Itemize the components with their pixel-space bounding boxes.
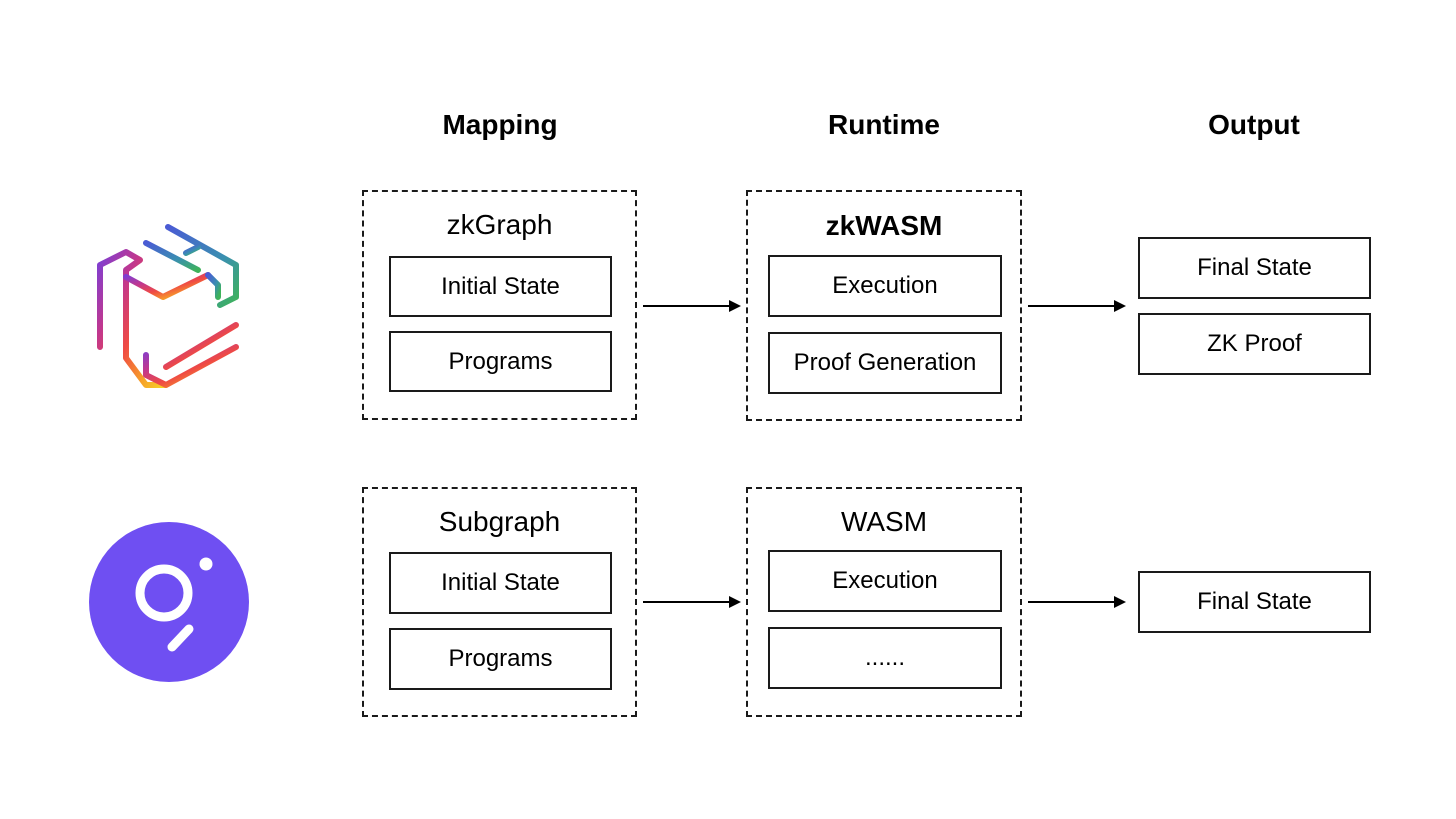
programs-box: Programs: [389, 331, 612, 392]
arrow-runtime-to-output: [1028, 596, 1126, 608]
runtime-header: Runtime: [828, 109, 940, 140]
initial-state-box: Initial State: [389, 552, 612, 614]
wasm-title: WASM: [840, 506, 928, 537]
subgraph-group: Subgraph Initial State Programs: [362, 487, 637, 717]
zk-proof-box: ZK Proof: [1138, 313, 1371, 375]
execution-box: Execution: [768, 255, 1002, 317]
initial-state-box: Initial State: [389, 256, 612, 317]
final-state-box: Final State: [1138, 237, 1371, 299]
zkwasm-title: zkWASM: [825, 210, 943, 241]
arrow-runtime-to-output: [1028, 300, 1126, 312]
zkgraph-title: zkGraph: [446, 209, 553, 240]
final-state-box: Final State: [1138, 571, 1371, 633]
output-header: Output: [1208, 109, 1300, 140]
wasm-group: WASM Execution ......: [746, 487, 1022, 717]
ellipsis-box: ......: [768, 627, 1002, 689]
subgraph-title: Subgraph: [438, 506, 561, 537]
execution-box: Execution: [768, 550, 1002, 612]
mapping-header: Mapping: [442, 109, 558, 140]
zkgraph-group: zkGraph Initial State Programs: [362, 190, 637, 420]
programs-box: Programs: [389, 628, 612, 690]
proof-generation-box: Proof Generation: [768, 332, 1002, 394]
zkwasm-group: zkWASM Execution Proof Generation: [746, 190, 1022, 421]
arrow-mapping-to-runtime: [643, 300, 741, 312]
the-graph-icon: [89, 522, 249, 682]
arrow-mapping-to-runtime: [643, 596, 741, 608]
hyper-oracle-cube-icon: [97, 224, 239, 388]
